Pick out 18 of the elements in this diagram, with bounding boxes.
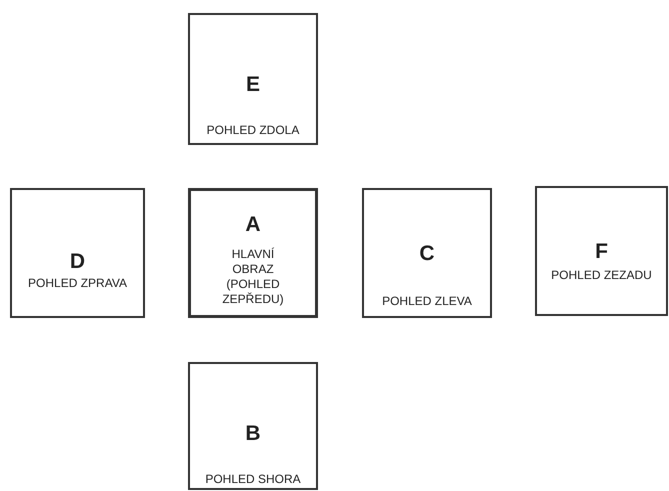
view-letter: A: [244, 213, 262, 237]
view-label: POHLED ZLEVA: [381, 294, 473, 309]
view-label: POHLED ZDOLA: [206, 123, 300, 138]
view-box: [188, 362, 318, 490]
view-box: [10, 188, 145, 318]
view-label: HLAVNÍ OBRAZ (POHLED ZEPŘEDU): [221, 247, 285, 307]
view-box: [188, 13, 318, 145]
view-label: POHLED ZEZADU: [550, 268, 653, 283]
view-letter: D: [68, 250, 86, 274]
view-label: POHLED ZPRAVA: [27, 276, 128, 291]
view-letter: F: [594, 240, 609, 264]
view-box: [535, 186, 668, 316]
view-label: POHLED SHORA: [204, 472, 302, 487]
view-letter: C: [418, 242, 436, 266]
view-letter: B: [244, 422, 262, 446]
view-box: [188, 188, 318, 318]
view-box: [362, 188, 492, 318]
view-letter: E: [244, 73, 261, 97]
